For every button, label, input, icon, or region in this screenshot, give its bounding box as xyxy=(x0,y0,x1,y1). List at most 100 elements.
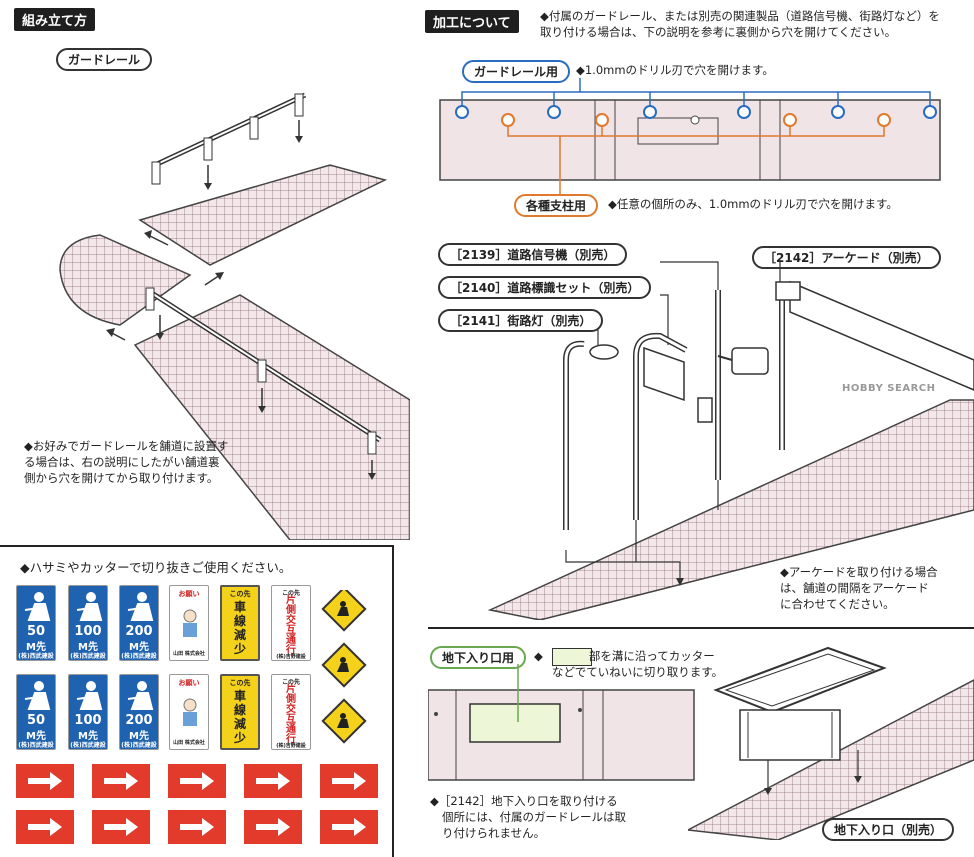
underground-note-line-1: ◆ 部を溝に沿ってカッター xyxy=(534,649,715,663)
right-arrow-icon xyxy=(256,772,290,790)
sign-alternating-main: 片側交互通行 xyxy=(286,595,296,656)
roadwork-diamond-1 xyxy=(321,590,367,632)
processing-intro: ◆付属のガードレール、または別売の関連製品（道路信号機、街路灯など）を 取り付け… xyxy=(540,8,940,40)
sign-200m-unit: M先 xyxy=(129,642,149,653)
processing-intro-line-1: ◆付属のガードレール、または別売の関連製品（道路信号機、街路灯など）を xyxy=(540,9,940,23)
underground-warning: ◆［2142］地下入り口を取り付ける 個所には、付属のガードレールは取 り付けら… xyxy=(430,793,626,841)
underground-note-line-2: などでていねいに切り取ります。 xyxy=(552,665,724,679)
right-arrow-icon xyxy=(104,818,138,836)
right-arrow-icon xyxy=(332,772,366,790)
sign-200m-2-distance: 200 xyxy=(125,713,153,728)
sign-apology-2-foot: 山田 株式会社 xyxy=(173,740,205,746)
underground-warning-line-2: 個所には、付属のガードレールは取 xyxy=(442,810,626,824)
sign-200m-2: 200 M先 (株)西武建設 xyxy=(119,674,159,750)
underground-underside-diagram xyxy=(428,664,695,781)
sign-apology-foot: 山田 株式会社 xyxy=(173,651,205,657)
arrow-sign-2 xyxy=(92,764,150,798)
worker-icon xyxy=(76,592,103,621)
sign-lane-reduction-main: 車線減少 xyxy=(234,600,247,656)
sign-200m: 200 M先 (株)西武建設 xyxy=(119,585,159,661)
arcade-note: ◆アーケードを取り付ける場合 は、舗道の間隔をアーケード に合わせてください。 xyxy=(780,564,938,612)
worker-icon xyxy=(76,681,103,710)
product-2142-label: ［2142］アーケード（別売） xyxy=(752,246,941,269)
underground-warning-line-3: り付けられません。 xyxy=(442,826,546,840)
roadwork-diamond-signs xyxy=(321,590,367,744)
post-use-note: ◆任意の個所のみ、1.0mmのドリル刃で穴を開けます。 xyxy=(608,197,898,211)
arrow-sign-4 xyxy=(244,764,302,798)
sign-apology-2-title: お願い xyxy=(178,679,200,687)
sign-lane-reduction-2: この先 車線減少 xyxy=(220,674,260,750)
cutout-sheet: 50 M先 (株)西武建設 100 M先 (株)西武建設 200 M先 (株)西… xyxy=(16,582,391,857)
arrow-sign-10 xyxy=(320,810,378,844)
right-arrow-icon xyxy=(104,772,138,790)
cutout-note: ◆ハサミやカッターで切り抜きご使用ください。 xyxy=(20,560,292,575)
sign-200m-2-unit: M先 xyxy=(129,731,149,742)
arcade-note-line-2: は、舗道の間隔をアーケード xyxy=(780,581,929,595)
underground-use-label: 地下入り口用 xyxy=(430,646,527,669)
sign-50m-2-foot: (株)西武建設 xyxy=(18,742,54,749)
sign-200m-foot: (株)西武建設 xyxy=(121,653,157,660)
sign-lane-reduction-top: この先 xyxy=(229,590,251,598)
guardrail-use-note: ◆1.0mmのドリル刃で穴を開けます。 xyxy=(576,63,774,77)
right-arrow-icon xyxy=(332,818,366,836)
arrow-sign-8 xyxy=(168,810,226,844)
sign-50m-unit: M先 xyxy=(26,642,46,653)
arrow-sign-7 xyxy=(92,810,150,844)
sign-100m-unit: M先 xyxy=(78,642,98,653)
worker-icon xyxy=(127,681,154,710)
sign-apology: お願い 山田 株式会社 xyxy=(169,585,209,661)
assembly-note-line-2: る場合は、右の説明にしたがい舗道裏 xyxy=(24,455,220,469)
arrow-sign-5 xyxy=(320,764,378,798)
sign-100m-foot: (株)西武建設 xyxy=(70,653,106,660)
product-2141-label: ［2141］街路灯（別売） xyxy=(438,309,604,332)
sign-apology-2: お願い 山田 株式会社 xyxy=(169,674,209,750)
roadwork-diamond-3 xyxy=(321,698,367,744)
sign-alternating-2-main: 片側交互通行 xyxy=(286,684,296,745)
sign-100m-2-distance: 100 xyxy=(74,713,102,728)
underground-entrance-illustration xyxy=(688,646,974,840)
sign-100m-2: 100 M先 (株)西武建設 xyxy=(68,674,108,750)
sign-50m: 50 M先 (株)西武建設 xyxy=(16,585,56,661)
sign-50m-2: 50 M先 (株)西武建設 xyxy=(16,674,56,750)
sign-50m-2-unit: M先 xyxy=(26,731,46,742)
pavement-underside-diagram xyxy=(439,78,941,196)
right-arrow-icon xyxy=(28,772,62,790)
sign-100m-2-unit: M先 xyxy=(78,731,98,742)
right-arrow-icon xyxy=(180,772,214,790)
sign-lane-reduction-2-main: 車線減少 xyxy=(234,689,247,745)
divider-right xyxy=(428,627,974,629)
arrow-sign-1 xyxy=(16,764,74,798)
sign-50m-distance: 50 xyxy=(26,624,46,639)
sign-200m-2-foot: (株)西武建設 xyxy=(121,742,157,749)
product-2139-label: ［2139］道路信号機（別売） xyxy=(438,243,628,266)
post-use-label: 各種支柱用 xyxy=(514,194,599,217)
cutout-swatch xyxy=(552,648,592,666)
underground-note: ◆ 部を溝に沿ってカッター などでていねいに切り取ります。 xyxy=(534,648,723,680)
underground-warning-line-1: ◆［2142］地下入り口を取り付ける xyxy=(430,794,618,808)
arcade-note-line-3: に合わせてください。 xyxy=(780,597,895,611)
sign-lane-reduction-2-top: この先 xyxy=(229,679,251,687)
sign-100m-distance: 100 xyxy=(74,624,102,639)
roadwork-diamond-2 xyxy=(321,642,367,688)
sign-200m-distance: 200 xyxy=(125,624,153,639)
worker-icon xyxy=(24,681,51,710)
processing-intro-line-2: 取り付ける場合は、下の説明を参考に裏側から穴を開けてください。 xyxy=(540,25,897,39)
processing-header: 加工について xyxy=(425,10,519,33)
arrow-sign-6 xyxy=(16,810,74,844)
assembly-note-line-3: 側から穴を開けてから取り付けます。 xyxy=(24,471,219,485)
street-furniture-illustration xyxy=(487,261,974,620)
assembly-illustration xyxy=(59,92,410,540)
guardrail-label: ガードレール xyxy=(56,48,153,71)
arcade-note-line-1: ◆アーケードを取り付ける場合 xyxy=(780,565,938,579)
right-arrow-icon xyxy=(28,818,62,836)
sign-alternating-traffic-2: この先 片側交互通行 (株)吉野建設 xyxy=(271,674,311,750)
worker-icon xyxy=(127,592,154,621)
right-arrow-icon xyxy=(256,818,290,836)
sign-apology-title: お願い xyxy=(178,590,200,598)
sign-50m-2-distance: 50 xyxy=(26,713,46,728)
product-2140-label: ［2140］道路標識セット（別売） xyxy=(438,276,652,299)
sign-50m-foot: (株)西武建設 xyxy=(18,653,54,660)
sign-alternating-2-foot: (株)吉野建設 xyxy=(276,743,306,749)
sign-alternating-traffic: この先 片側交互通行 (株)吉野建設 xyxy=(271,585,311,661)
worker-bow-icon xyxy=(183,609,197,637)
